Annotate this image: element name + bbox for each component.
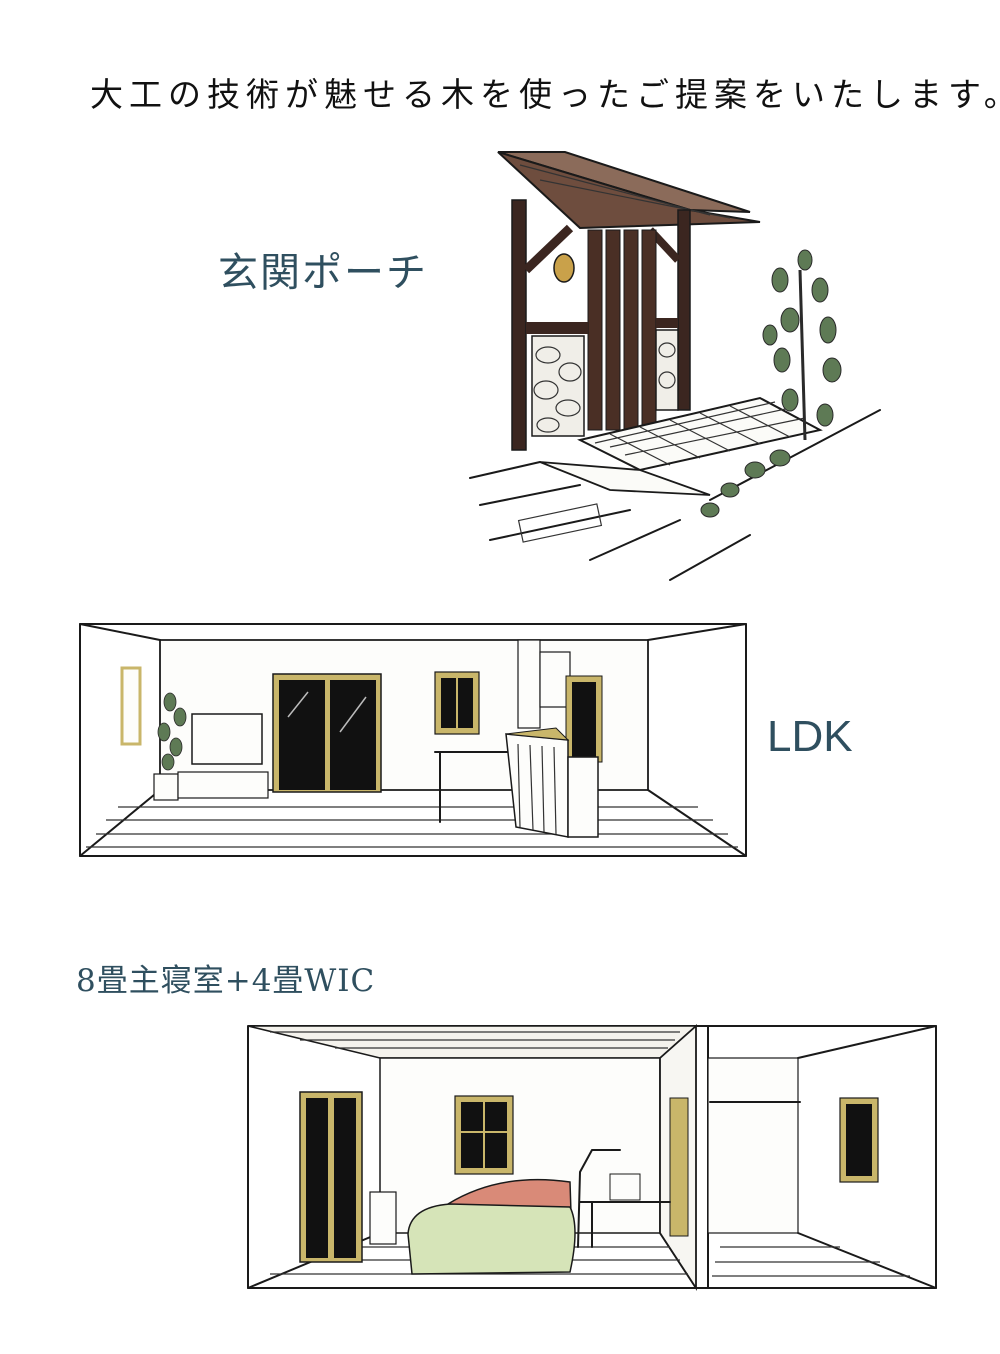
bedroom-label: 8畳主寝室+4畳WIC bbox=[76, 963, 376, 999]
ldk-sketch bbox=[79, 623, 747, 857]
porch-label: 玄関ポーチ bbox=[218, 250, 428, 296]
porch-sketch bbox=[469, 151, 881, 581]
bedroom-sketch bbox=[247, 1023, 937, 1292]
headline: 大工の技術が魅せる木を使ったご提案をいたします。 bbox=[90, 75, 1000, 114]
ldk-label: LDK bbox=[767, 712, 853, 761]
